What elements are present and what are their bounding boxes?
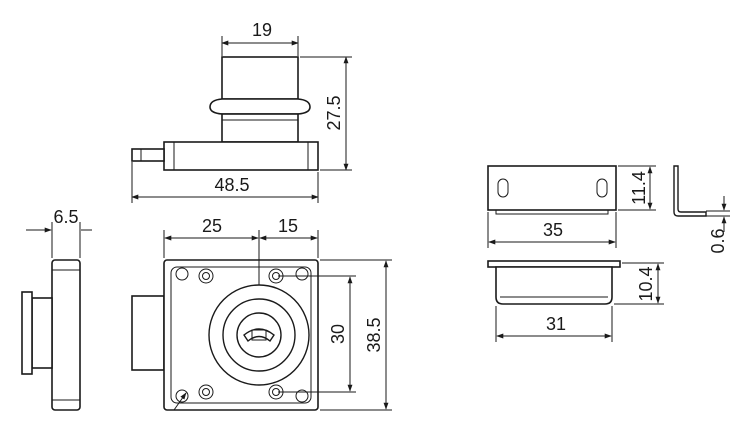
cylinder-neck	[221, 113, 299, 143]
dim-top-length: 48.5	[214, 175, 249, 195]
strike-box	[495, 266, 613, 305]
strike-box-view: 10.4 31	[487, 260, 664, 342]
side-plate	[51, 259, 81, 411]
dim-front-right: 15	[278, 216, 298, 236]
dim-plate-thickness: 0.6	[708, 228, 728, 253]
slot-hole-right	[596, 178, 608, 198]
dim-front-inner-height: 30	[328, 324, 348, 344]
cylinder-flange	[209, 98, 311, 115]
dim-plate-height: 11.4	[629, 171, 649, 205]
side-cylinder-cap	[21, 291, 33, 375]
front-view: 25 15 30 38.5	[131, 216, 392, 411]
front-bolt	[131, 295, 165, 371]
dim-side-thickness: 6.5	[53, 207, 78, 227]
bracket-profile	[673, 165, 707, 217]
dim-strike-length: 31	[546, 314, 566, 334]
strike-plate	[487, 165, 617, 211]
strike-plate-view: 11.4 35 0.6	[487, 165, 730, 254]
bolt	[131, 148, 165, 162]
slot-hole-left	[497, 178, 509, 198]
strike-box-top	[487, 260, 621, 268]
cylinder-top	[221, 56, 299, 100]
dim-strike-height: 10.4	[636, 266, 656, 301]
top-view: 19 27.5 48.5	[131, 20, 352, 203]
dim-front-height: 38.5	[364, 317, 384, 352]
side-cylinder	[31, 297, 53, 369]
screw-holes	[175, 267, 309, 403]
dim-front-left: 25	[202, 216, 222, 236]
front-plate	[163, 259, 319, 411]
dim-top-width: 19	[252, 20, 272, 40]
dim-top-height: 27.5	[324, 95, 344, 130]
side-view: 6.5	[21, 207, 92, 411]
dim-plate-length: 35	[543, 220, 563, 240]
lock-body-top	[163, 141, 319, 171]
